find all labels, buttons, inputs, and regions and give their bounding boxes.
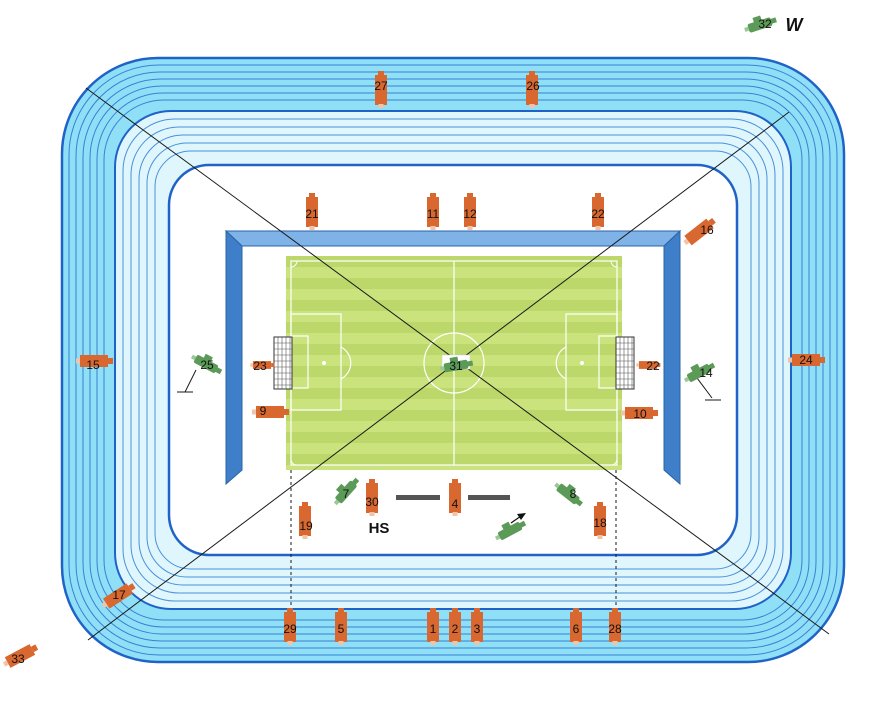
camera-5: 5 bbox=[335, 608, 347, 645]
camera-31: 31 bbox=[438, 354, 474, 374]
svg-text:19: 19 bbox=[299, 519, 313, 533]
compass-label: W bbox=[786, 15, 805, 35]
movement-arrow bbox=[510, 513, 526, 524]
camera-17: 17 bbox=[99, 580, 138, 611]
camera-12: 12 bbox=[463, 193, 477, 230]
camera-3: 3 bbox=[471, 608, 483, 645]
camera-22-top: 22 bbox=[591, 193, 605, 230]
camera-rails bbox=[396, 495, 510, 500]
camera-29: 29 bbox=[283, 608, 297, 645]
camera-32: 32 bbox=[742, 11, 778, 35]
svg-text:12: 12 bbox=[463, 207, 477, 221]
camera-33: 33 bbox=[1, 641, 40, 670]
svg-text:9: 9 bbox=[260, 404, 267, 418]
svg-text:5: 5 bbox=[338, 622, 345, 636]
svg-text:24: 24 bbox=[799, 353, 813, 367]
svg-text:25: 25 bbox=[200, 358, 214, 372]
svg-text:29: 29 bbox=[283, 622, 297, 636]
camera-18: 18 bbox=[593, 502, 607, 539]
camera-8: 8 bbox=[552, 477, 587, 509]
svg-text:32: 32 bbox=[758, 17, 772, 31]
camera-27: 27 bbox=[374, 71, 388, 108]
svg-text:15: 15 bbox=[86, 358, 100, 372]
svg-text:14: 14 bbox=[699, 366, 713, 380]
camera-21: 21 bbox=[305, 193, 319, 230]
svg-text:1: 1 bbox=[430, 622, 437, 636]
svg-text:3: 3 bbox=[474, 622, 481, 636]
svg-text:16: 16 bbox=[700, 223, 714, 237]
camera-10: 10 bbox=[621, 407, 658, 421]
camera-1: 1 bbox=[427, 608, 439, 645]
svg-text:7: 7 bbox=[343, 487, 350, 501]
camera-28: 28 bbox=[608, 608, 622, 645]
svg-text:18: 18 bbox=[593, 516, 607, 530]
svg-text:23: 23 bbox=[253, 359, 267, 373]
camera-9: 9 bbox=[252, 404, 289, 418]
svg-text:31: 31 bbox=[449, 359, 463, 373]
camera-30: 30 bbox=[365, 479, 379, 516]
camera-23: 23 bbox=[250, 359, 275, 373]
svg-text:33: 33 bbox=[11, 652, 25, 666]
camera-25: 25 bbox=[189, 348, 226, 376]
svg-text:28: 28 bbox=[608, 622, 622, 636]
svg-text:4: 4 bbox=[452, 497, 459, 511]
svg-text:21: 21 bbox=[305, 207, 319, 221]
camera-6: 6 bbox=[570, 608, 582, 645]
camera-11: 11 bbox=[427, 193, 440, 230]
zone-label-hs: HS bbox=[369, 520, 390, 537]
stands bbox=[224, 229, 682, 486]
camera-4: 4 bbox=[449, 479, 461, 516]
camera-16: 16 bbox=[681, 215, 718, 248]
svg-text:22: 22 bbox=[591, 207, 605, 221]
svg-text:22: 22 bbox=[646, 359, 660, 373]
svg-text:30: 30 bbox=[365, 495, 379, 509]
camera-24: 24 bbox=[788, 353, 825, 367]
svg-text:6: 6 bbox=[573, 622, 580, 636]
svg-text:2: 2 bbox=[452, 622, 459, 636]
svg-text:26: 26 bbox=[526, 79, 540, 93]
svg-text:8: 8 bbox=[570, 487, 577, 501]
camera-7: 7 bbox=[328, 473, 361, 507]
camera-14: 14 bbox=[680, 357, 717, 385]
camera-15: 15 bbox=[76, 355, 113, 372]
camera-26: 26 bbox=[526, 71, 540, 108]
svg-text:10: 10 bbox=[633, 407, 647, 421]
svg-text:27: 27 bbox=[374, 79, 388, 93]
camera-22-right: 22 bbox=[636, 359, 661, 373]
camera-2: 2 bbox=[449, 608, 461, 645]
goal-left bbox=[273, 336, 293, 390]
svg-text:11: 11 bbox=[427, 207, 440, 221]
camera-19: 19 bbox=[299, 502, 313, 539]
goal-right bbox=[615, 336, 635, 390]
svg-text:17: 17 bbox=[112, 588, 126, 602]
